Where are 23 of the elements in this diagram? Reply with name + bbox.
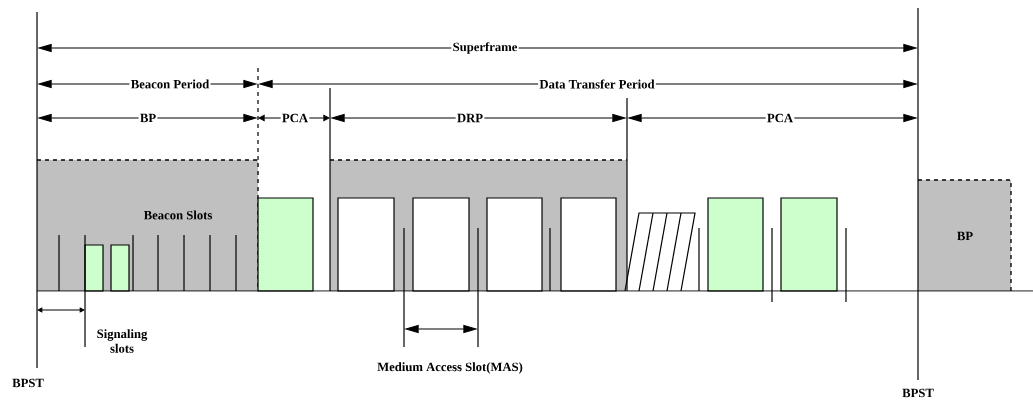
period-label: Data Transfer Period [538, 78, 656, 90]
period-label: Beacon Period [129, 78, 211, 90]
slot-box [337, 197, 395, 292]
period-label: BPST [902, 388, 934, 398]
period-label: Medium Access Slot(MAS) [377, 362, 523, 374]
period-label: Signaling slots [97, 329, 148, 353]
period-label: Superframe [451, 40, 519, 56]
slot-box [780, 197, 838, 292]
period-label: DRP [455, 112, 485, 124]
hatched-slot [624, 212, 696, 292]
period-label: PCA [765, 112, 795, 124]
period-label: BPST [12, 378, 44, 388]
period-box: Beacon Slots [36, 159, 259, 292]
slot-box [257, 197, 314, 292]
period-label: BP [138, 112, 158, 124]
slot-box [110, 244, 130, 292]
period-box: BP [917, 179, 1012, 292]
slot-box [560, 197, 617, 292]
period-label: PCA [280, 112, 310, 124]
slot-box [707, 197, 764, 292]
slot-box [412, 197, 470, 292]
slot-box [84, 244, 104, 292]
slot-box [486, 197, 543, 292]
